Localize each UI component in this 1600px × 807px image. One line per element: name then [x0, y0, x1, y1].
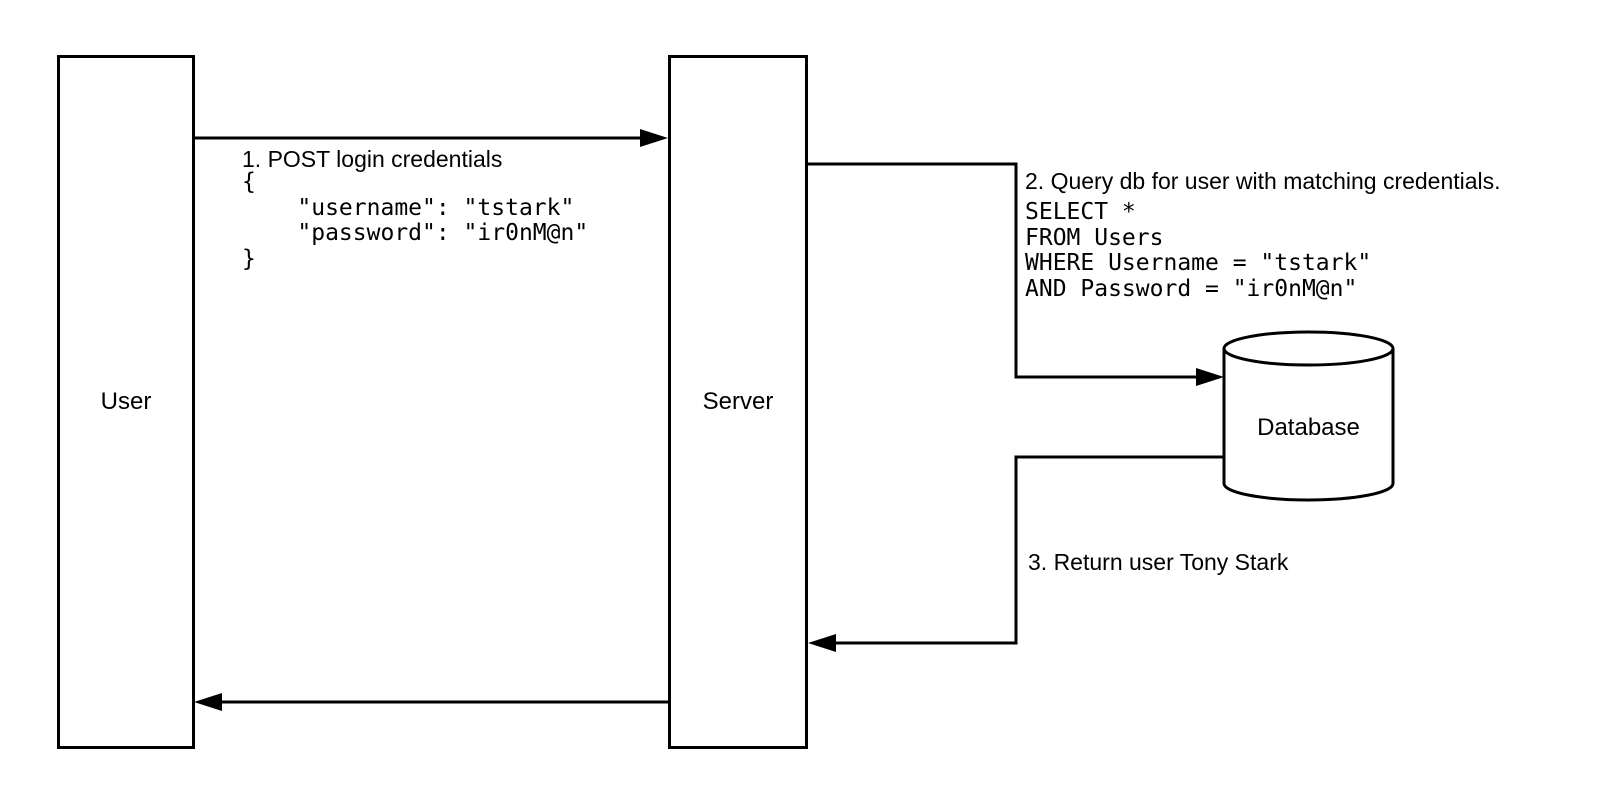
- arrowhead-right-icon: [640, 129, 668, 147]
- database-to-server-arrow: [808, 455, 1224, 652]
- message-3-label: 3. Return user Tony Stark: [1028, 549, 1289, 575]
- arrowhead-left-icon: [808, 634, 836, 652]
- message-2-code: SELECT * FROM Users WHERE Username = "ts…: [1025, 199, 1372, 302]
- code-line: "password": "ir0nM@n": [242, 220, 589, 246]
- code-line: AND Password = "ir0nM@n": [1025, 275, 1358, 302]
- message-1-code: { "username": "tstark" "password": "ir0n…: [242, 169, 589, 272]
- server-node: Server: [668, 55, 808, 749]
- database-node-label: Database: [1257, 414, 1360, 441]
- server-to-user-arrow: [194, 693, 668, 711]
- server-node-label: Server: [702, 388, 774, 415]
- code-line: "username": "tstark": [242, 194, 575, 221]
- code-line: FROM Users: [1025, 224, 1164, 251]
- code-line: SELECT *: [1025, 199, 1136, 225]
- code-line: WHERE Username = "tstark": [1025, 250, 1372, 276]
- code-line: {: [242, 169, 256, 195]
- message-2-label: 2. Query db for user with matching crede…: [1025, 168, 1501, 194]
- user-to-server-arrow: [194, 129, 668, 147]
- user-node-label: User: [100, 388, 152, 415]
- code-line: }: [242, 245, 256, 272]
- arrowhead-right-icon: [1196, 368, 1224, 386]
- user-node: User: [57, 55, 195, 749]
- server-to-database-arrow: [808, 162, 1224, 386]
- database-cylinder: [1222, 330, 1395, 502]
- arrowhead-left-icon: [194, 693, 222, 711]
- message-1-label: 1. POST login credentials: [242, 146, 503, 172]
